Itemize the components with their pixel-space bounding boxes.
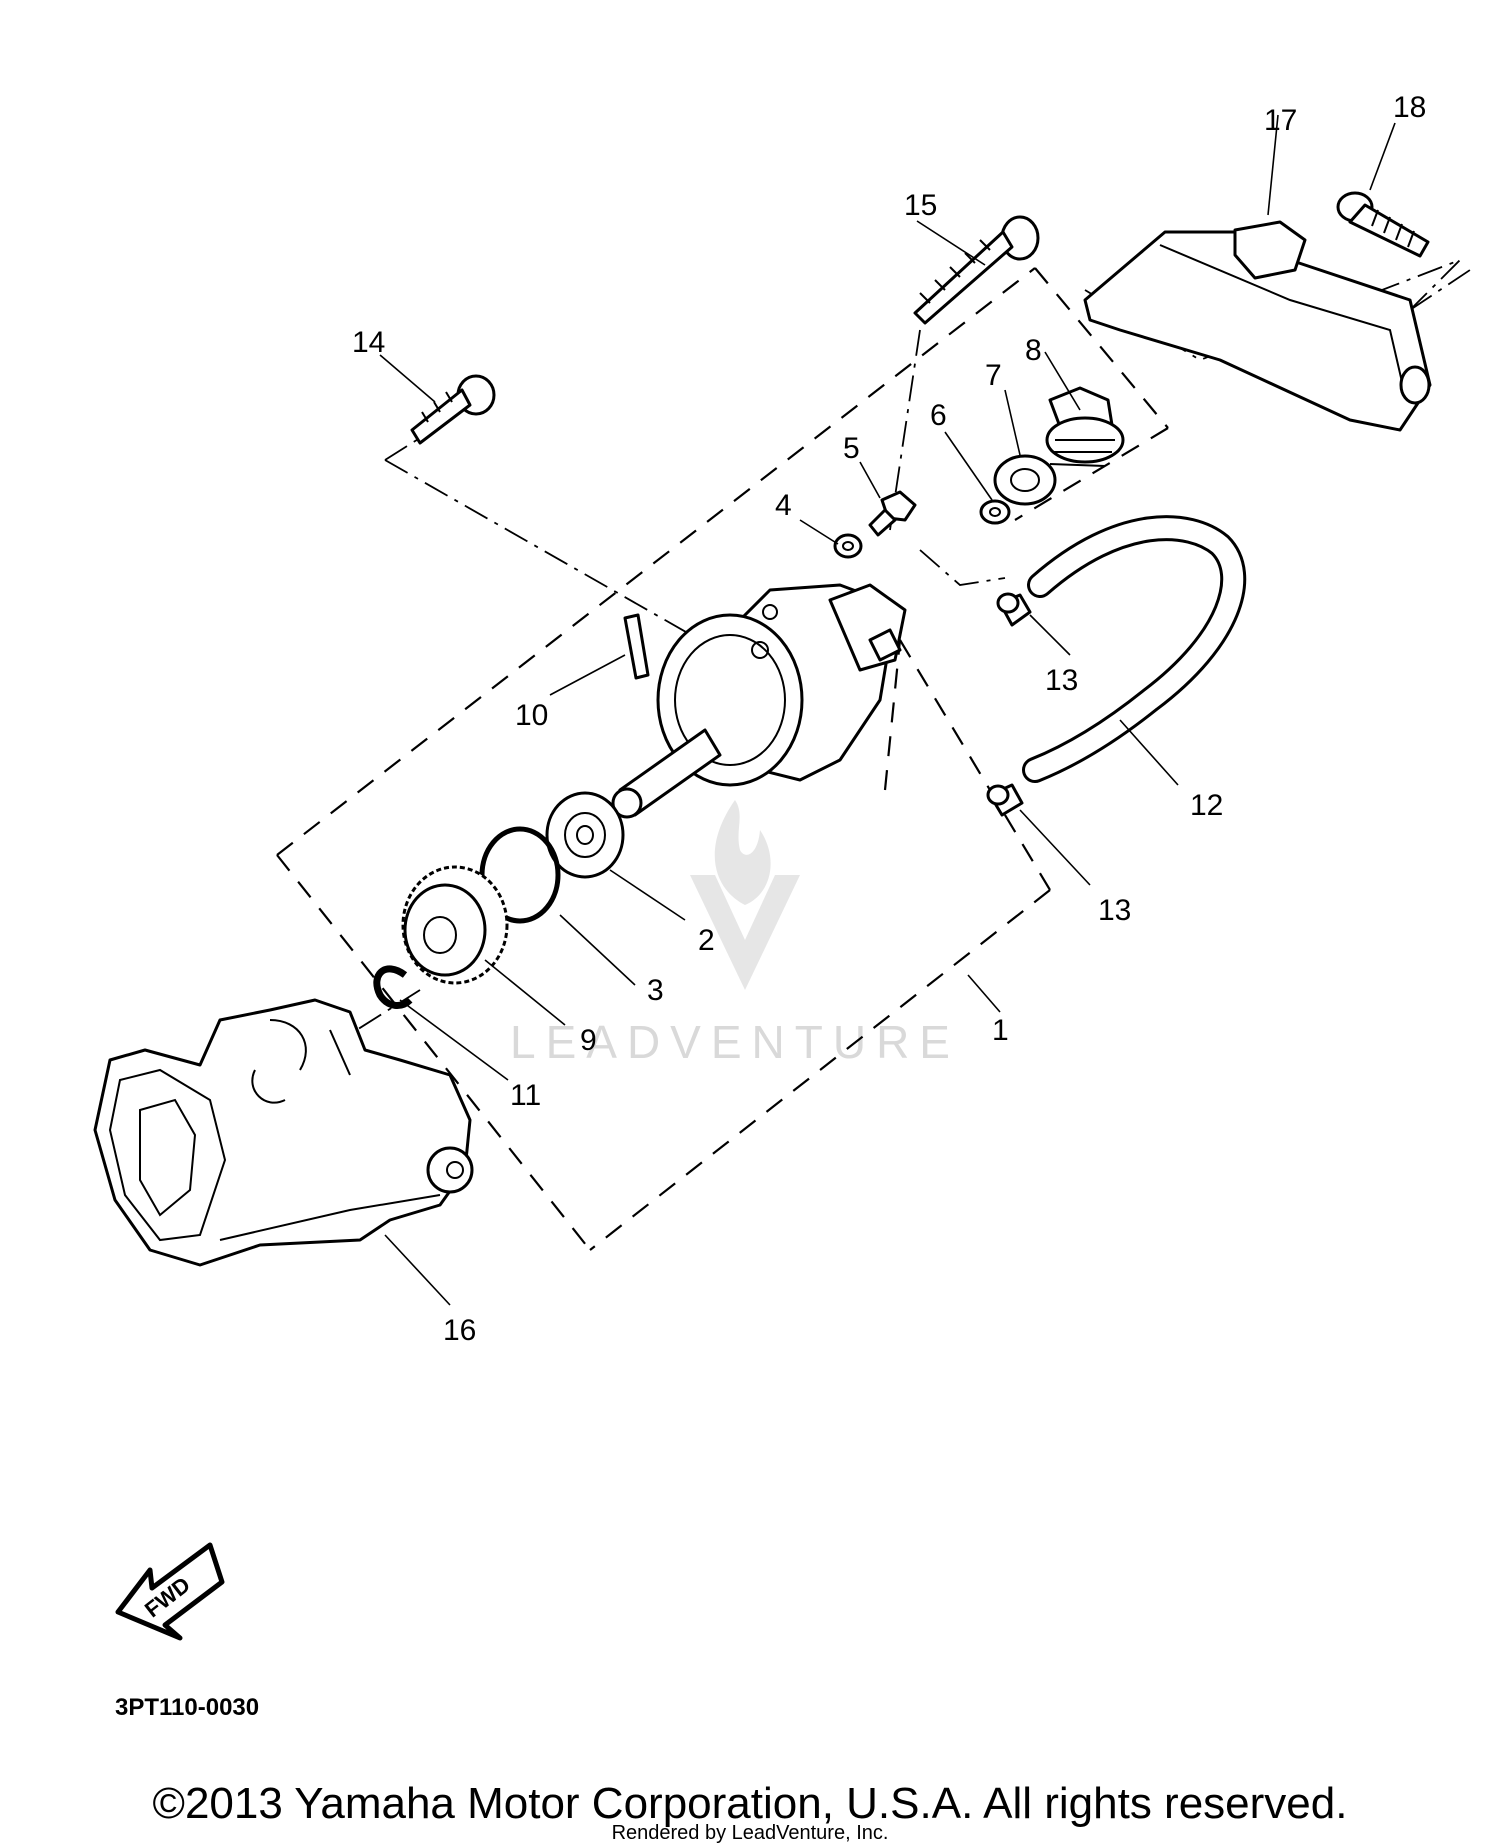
callout-18: 18 — [1393, 91, 1426, 124]
part-10-pin — [623, 613, 650, 680]
callout-3: 3 — [647, 974, 664, 1007]
part-18-screw — [1336, 191, 1430, 258]
leader-lines — [379, 114, 1396, 1306]
callout-6: 6 — [930, 399, 947, 432]
callout-2: 2 — [698, 924, 715, 957]
part-14-bolt — [410, 374, 496, 445]
diagram-code: 3PT110-0030 — [115, 1694, 259, 1721]
callout-12: 12 — [1190, 789, 1223, 822]
pump-body — [611, 583, 907, 819]
fwd-arrow: FWD — [115, 1542, 225, 1641]
callouts: 1 2 3 4 5 6 7 8 9 10 11 12 13 13 14 15 1… — [352, 91, 1426, 1347]
part-7-nut — [993, 454, 1057, 506]
watermark-text: LEADVENTURE — [510, 1016, 960, 1068]
callout-1: 1 — [992, 1014, 1009, 1047]
callout-17: 17 — [1264, 104, 1297, 137]
part-2-bearing — [545, 791, 625, 879]
callout-14: 14 — [352, 326, 385, 359]
rendered-by-text: Rendered by LeadVenture, Inc. — [612, 1822, 889, 1844]
callout-16: 16 — [443, 1314, 476, 1347]
part-8-plug — [1045, 386, 1125, 467]
callout-13-upper: 13 — [1045, 664, 1078, 697]
part-15-bolt — [913, 215, 1040, 325]
part-3-oring — [479, 826, 561, 924]
part-4-washer — [833, 533, 863, 559]
callout-15: 15 — [904, 189, 937, 222]
part-9-gear — [401, 865, 509, 985]
part-13-clamp-upper — [996, 592, 1032, 627]
copyright-text: ©2013 Yamaha Motor Corporation, U.S.A. A… — [153, 1779, 1348, 1828]
callout-10: 10 — [515, 699, 548, 732]
callout-13-lower: 13 — [1098, 894, 1131, 927]
part-6-washer — [979, 499, 1011, 525]
assembly-outline — [276, 267, 1169, 1251]
callout-7: 7 — [985, 359, 1002, 392]
callout-9: 9 — [580, 1024, 597, 1057]
callout-5: 5 — [843, 432, 860, 465]
part-17-cover — [1083, 220, 1432, 432]
part-11-circlip — [373, 965, 413, 1009]
part-12-hose — [1022, 515, 1247, 783]
callout-8: 8 — [1025, 334, 1042, 367]
callout-4: 4 — [775, 489, 792, 522]
callout-11: 11 — [510, 1079, 541, 1112]
part-16-housing — [93, 998, 474, 1267]
part-13-clamp-lower — [986, 783, 1024, 817]
part-5-bolt — [868, 490, 917, 537]
